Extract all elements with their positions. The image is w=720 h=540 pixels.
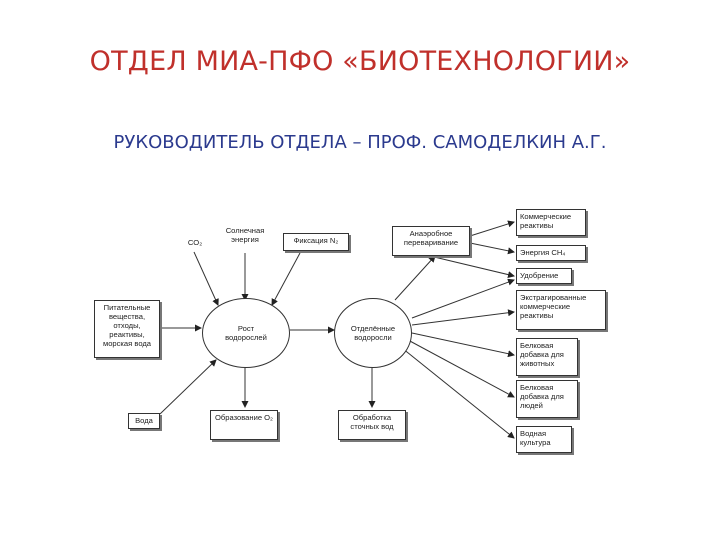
n2-fixation-box: Фиксация N₂ [283,233,349,251]
fertilizer-box: Удобрение [516,268,572,284]
algae-growth-ellipse: Рост водорослей [202,298,290,368]
arrow-anaerobic-to-fertilizer [429,255,515,279]
extracted-reagents-box: Экстрагированные коммерческие реактивы [516,290,606,330]
page-subtitle: РУКОВОДИТЕЛЬ ОТДЕЛА – ПРОФ. САМОДЕЛКИН А… [113,132,607,153]
separated-algae-label: Отделённые водоросли [350,324,396,342]
separated-algae-ellipse: Отделённые водоросли [334,298,412,368]
wastewater-box: Обработка сточных вод [338,410,406,440]
commercial-reagents-box: Коммерческие реактивы [516,209,586,236]
arrow-water-to-growth [159,359,217,415]
arrow-separated-to-protein-people [407,339,515,398]
o2-formation-box: Образование O₂ [210,410,278,440]
arrow-separated-to-fertilizer [411,278,515,319]
solar-energy-label: Солнечная энергия [225,226,265,244]
protein-people-box: Белковая добавка для людей [516,380,578,418]
arrow-separated-to-aquaculture [401,347,515,439]
arrow-anaerobic-to-ch4 [469,242,515,255]
ch4-energy-box: Энергия CH₄ [516,245,586,261]
arrow-n2-to-growth [271,252,301,306]
arrow-separated-to-extracted [411,309,515,326]
arrow-separated-to-anaerobic [394,255,436,301]
arrow-separated-to-protein-animals [411,332,515,358]
water-box: Вода [128,413,160,429]
co2-label: CO₂ [187,238,203,247]
page-title: ОТДЕЛ МИА-ПФО «БИОТЕХНОЛОГИИ» [89,46,631,77]
protein-animals-box: Белковая добавка для животных [516,338,578,376]
aquaculture-box: Водная культура [516,426,572,453]
nutrients-box: Питательные вещества, отходы, реактивы, … [94,300,160,358]
arrow-anaerobic-to-commercial [469,220,515,237]
algae-growth-label: Рост водорослей [225,324,267,342]
arrow-co2-to-growth [193,251,219,306]
anaerobic-digestion-box: Анаэробное переваривание [392,226,470,256]
